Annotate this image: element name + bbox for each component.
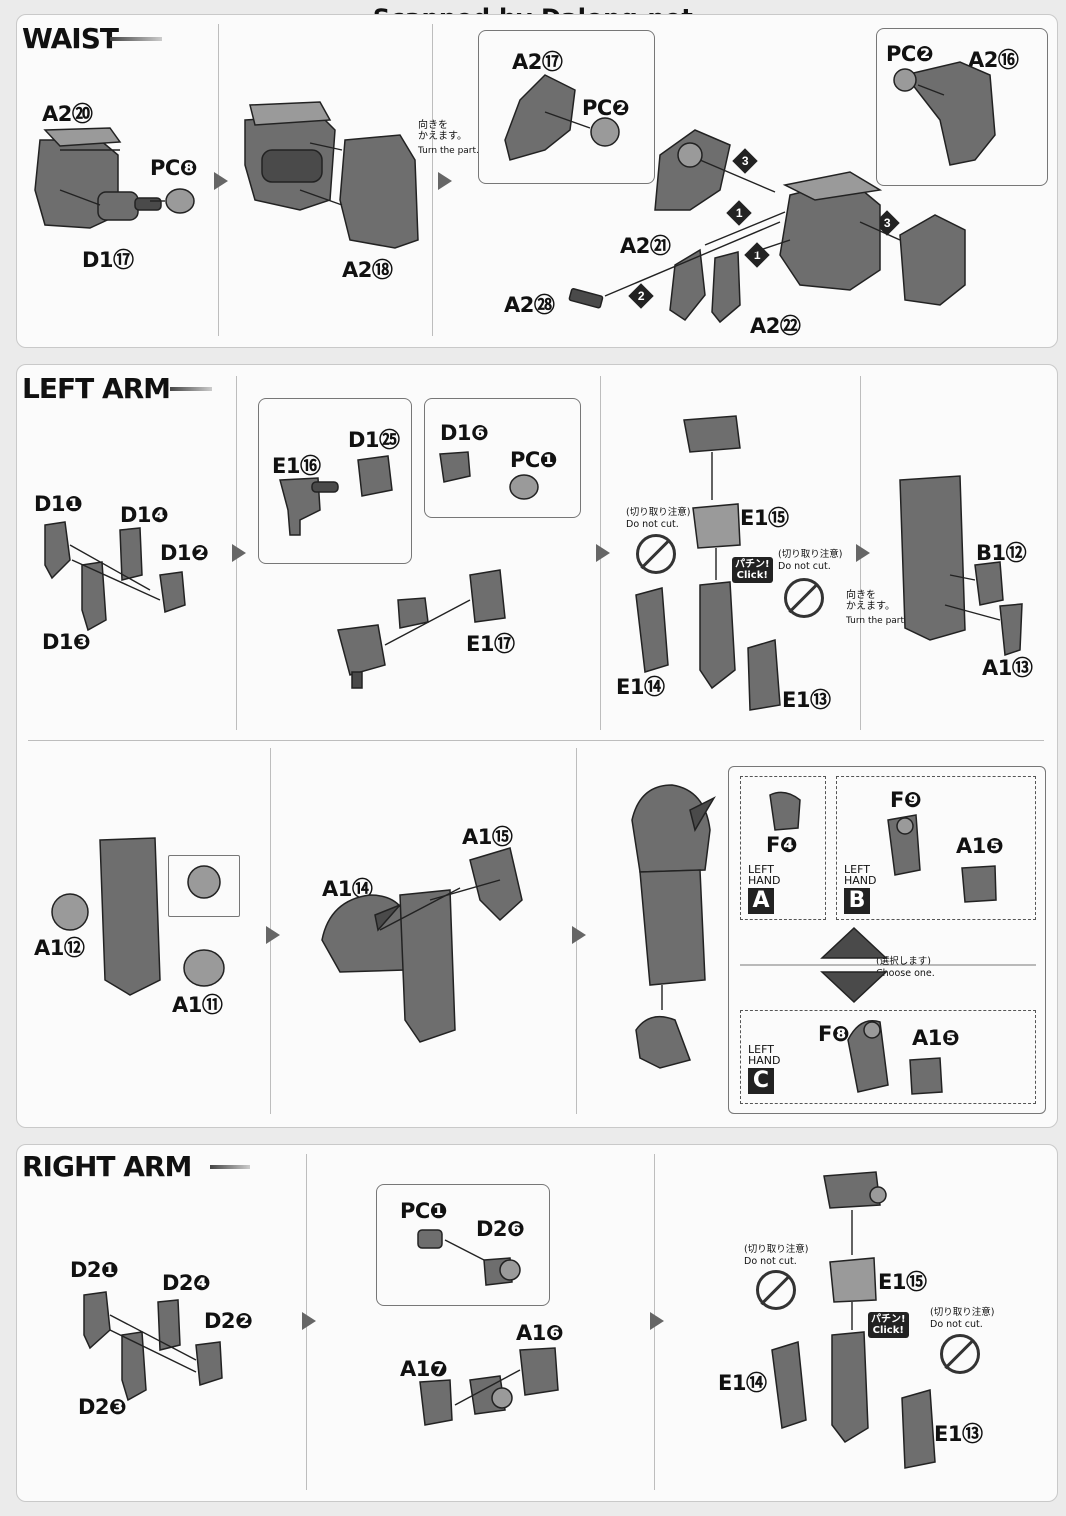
part-label: D2❹ (162, 1271, 211, 1295)
do-not-cut-en: Do not cut. (930, 1319, 983, 1330)
part-label: A2⑯ (968, 48, 1019, 72)
hand-letter-b: B (844, 888, 870, 914)
part-label: PC❶ (400, 1199, 448, 1223)
part-label: A2㉘ (504, 293, 555, 317)
flow-arrow (572, 926, 586, 944)
part-label: F❹ (766, 833, 798, 857)
part-label: A2㉑ (620, 234, 671, 258)
do-not-cut-en: Do not cut. (626, 519, 679, 530)
do-not-cut-jp: (切り取り注意) (930, 1307, 995, 1318)
part-label: A1⑬ (982, 656, 1033, 680)
part-label: A2㉒ (750, 314, 801, 338)
do-not-cut-jp: (切り取り注意) (744, 1244, 809, 1255)
click-badge: パチン!Click! (732, 557, 773, 583)
do-not-cut-en: Do not cut. (744, 1256, 797, 1267)
right-arm-title-bar (210, 1165, 250, 1169)
waist-title: WAIST (22, 22, 119, 55)
part-label: D2❻ (476, 1217, 525, 1241)
part-label: A1❻ (516, 1321, 564, 1345)
choose-one-jp: (選択します) (876, 956, 931, 967)
part-label: F❾ (890, 788, 922, 812)
part-label: F❽ (818, 1022, 850, 1046)
part-label: E1⑭ (718, 1371, 767, 1395)
part-label: D1㉕ (348, 428, 400, 452)
flow-arrow (650, 1312, 664, 1330)
hand-option-b (836, 776, 1036, 920)
part-label: PC❽ (150, 156, 198, 180)
do-not-cut-jp: (切り取り注意) (778, 549, 843, 560)
part-label: A1⑮ (462, 825, 513, 849)
part-label: D1⑰ (82, 248, 134, 272)
left-arm-title-bar (170, 387, 212, 391)
hand-letter-a: A (748, 888, 774, 914)
part-label: E1⑬ (934, 1422, 983, 1446)
click-badge: パチン!Click! (868, 1312, 909, 1338)
turn-part-en: Turn the part. (418, 146, 479, 156)
part-label: D1❹ (120, 503, 169, 527)
part-label: A1❼ (400, 1357, 448, 1381)
part-label: A1❺ (956, 834, 1004, 858)
part-label: D2❶ (70, 1258, 119, 1282)
waist-title-bar (110, 37, 162, 41)
right-arm-callout (376, 1184, 550, 1306)
flow-arrow (302, 1312, 316, 1330)
part-label: E1⑯ (272, 454, 321, 478)
turn-part-jp: 向きを かえます。 (846, 590, 895, 612)
part-label: PC❶ (510, 448, 558, 472)
part-label: D1❷ (160, 541, 209, 565)
right-arm-title: RIGHT ARM (22, 1150, 192, 1183)
do-not-cut-en: Do not cut. (778, 561, 831, 572)
left-arm-title: LEFT ARM (22, 372, 171, 405)
part-label: E1⑬ (782, 688, 831, 712)
flow-arrow (438, 172, 452, 190)
part-label: PC❷ (886, 42, 934, 66)
flow-arrow (214, 172, 228, 190)
turn-part-jp: 向きを かえます。 (418, 120, 467, 142)
part-label: A1❺ (912, 1026, 960, 1050)
part-label: A1⑫ (34, 936, 85, 960)
part-label: D2❸ (78, 1395, 127, 1419)
do-not-cut-jp: (切り取り注意) (626, 507, 691, 518)
choose-one-en: Choose one. (876, 968, 935, 979)
flow-arrow (596, 544, 610, 562)
waist-divider-2 (432, 24, 433, 336)
flow-arrow (232, 544, 246, 562)
flow-arrow (266, 926, 280, 944)
part-label: D1❻ (440, 421, 489, 445)
hand-label: LEFT HAND (748, 863, 781, 887)
hand-label: LEFT HAND (748, 1043, 781, 1067)
hand-option-a (740, 776, 826, 920)
part-label: A1⑪ (172, 993, 223, 1017)
turn-part-en: Turn the part. (846, 616, 907, 626)
flow-arrow (856, 544, 870, 562)
part-label: E1⑰ (466, 632, 515, 656)
left-arm-row-divider (28, 740, 1044, 741)
part-label: E1⑮ (878, 1270, 927, 1294)
part-label: D1❶ (34, 492, 83, 516)
part-label: A2⑱ (342, 258, 393, 282)
part-label: A2⑰ (512, 50, 563, 74)
part-label: D1❸ (42, 630, 91, 654)
hand-letter-c: C (748, 1068, 774, 1094)
part-label: A2⑳ (42, 102, 93, 126)
hand-label: LEFT HAND (844, 863, 877, 887)
no-cut-icon (784, 578, 824, 618)
part-label: E1⑮ (740, 506, 789, 530)
part-label: D2❷ (204, 1309, 253, 1333)
part-label: E1⑭ (616, 675, 665, 699)
part-label: B1⑫ (976, 541, 1027, 565)
no-cut-icon (636, 534, 676, 574)
no-cut-icon (756, 1270, 796, 1310)
no-cut-icon (940, 1334, 980, 1374)
hand-option-c (740, 1010, 1036, 1104)
part-label: PC❷ (582, 96, 630, 120)
